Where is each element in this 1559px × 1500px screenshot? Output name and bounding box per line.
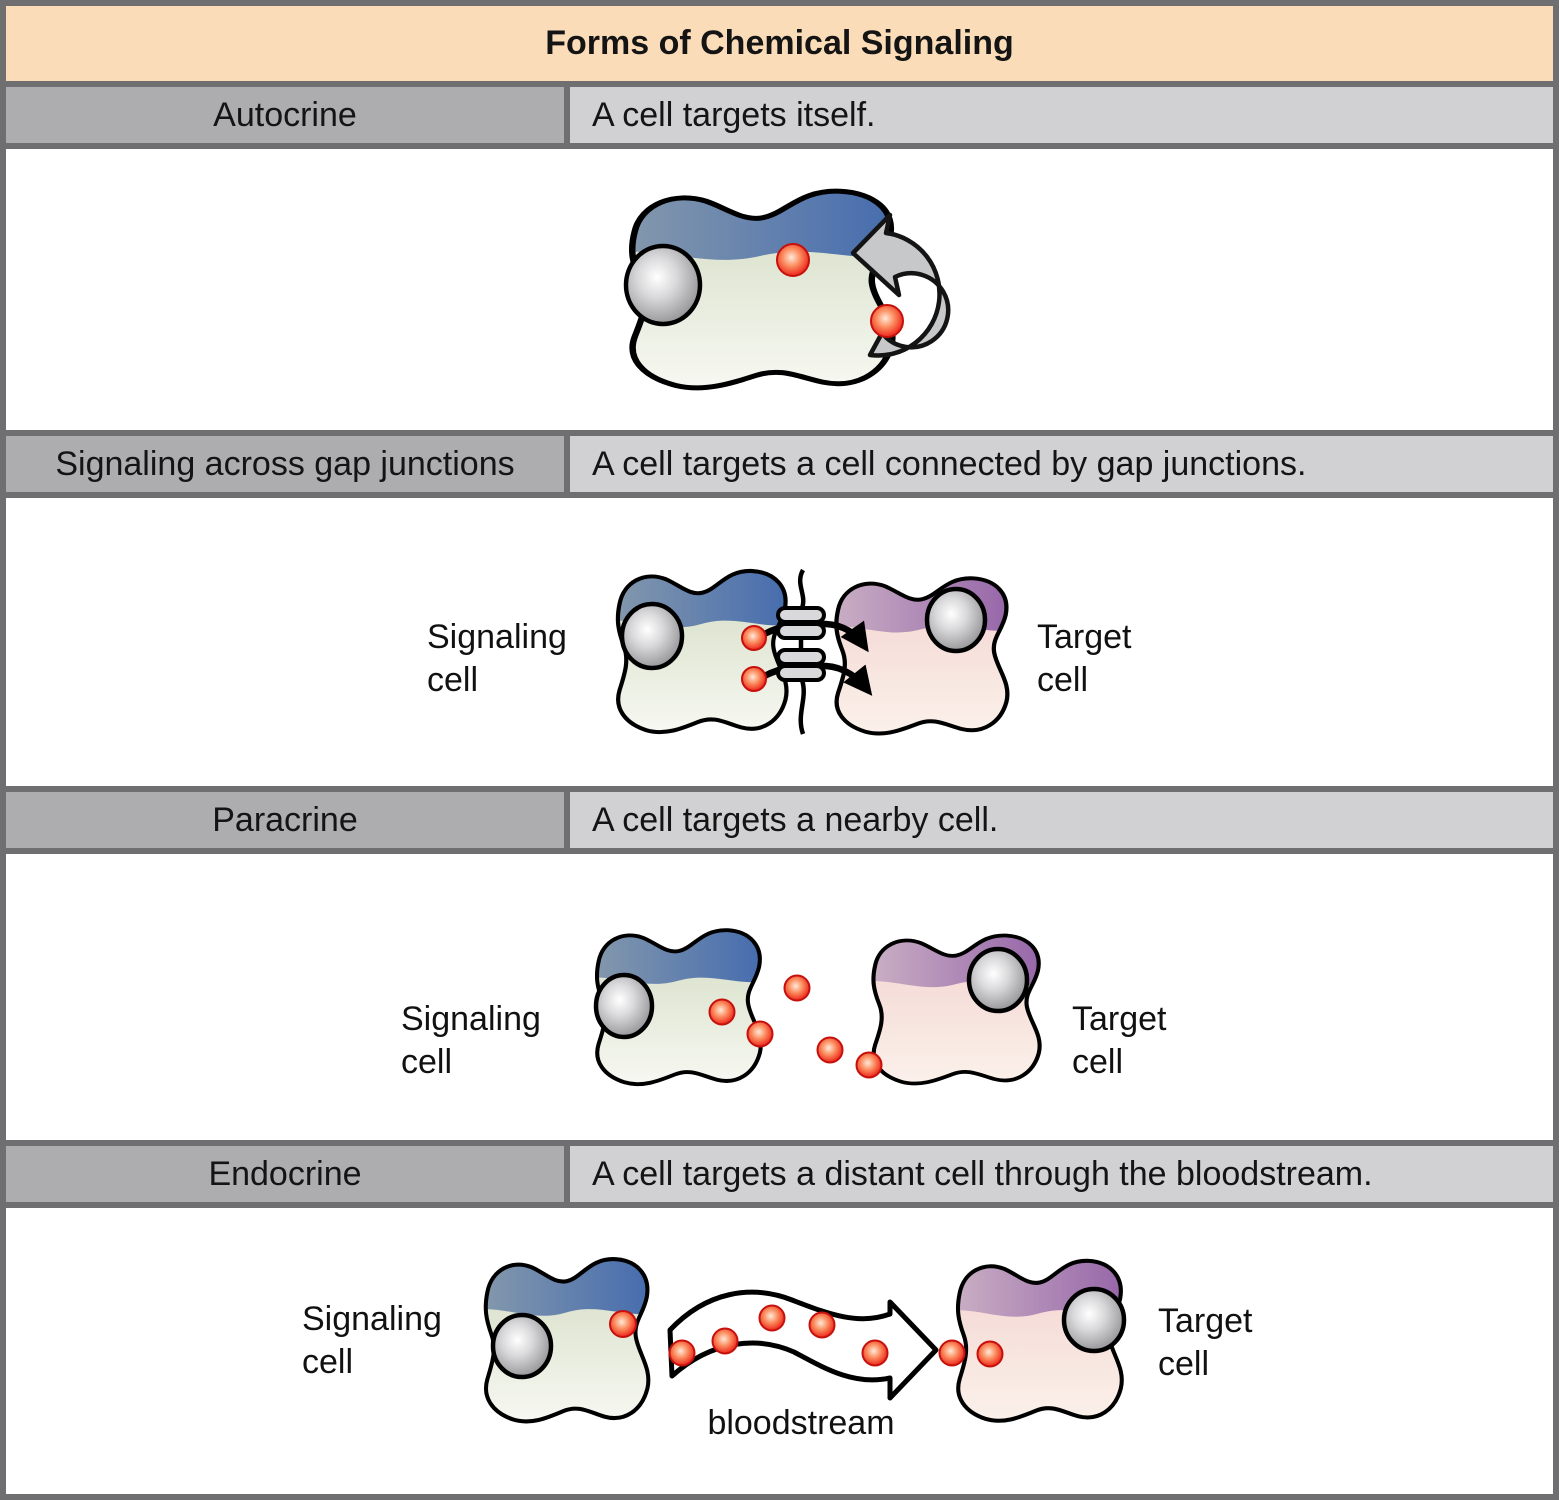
row-label-paracrine: Paracrine [6,792,570,848]
signal-molecule [870,304,904,338]
nucleus [924,586,988,654]
target-cell-label: Target cell [1158,1302,1253,1383]
bloodstream-arrow [667,1289,939,1401]
signaling-cell-shape [583,545,814,732]
row-label-gap-junctions: Signaling across gap junctions [6,436,570,492]
signal-molecule [976,1340,1004,1368]
signal-molecule [668,1339,696,1367]
autocrine-diagram [6,149,951,430]
signaling-cell-shape [452,1233,675,1421]
row-description-gap-junctions: A cell targets a cell connected by gap j… [570,436,1553,492]
signaling-cell-label: Signaling cell [401,1000,541,1081]
header-row-endocrine: Endocrine A cell targets a distant cell … [6,1140,1553,1208]
table-title-bar: Forms of Chemical Signaling [6,6,1553,81]
signal-molecule [708,998,736,1026]
nucleus [619,601,685,671]
signal-molecule [861,1339,889,1367]
bloodstream-label: bloodstream [707,1404,895,1442]
target-cell-shape [800,553,1034,733]
nucleus [1061,1286,1127,1354]
gap-junctions-diagram [6,498,1553,786]
signal-molecule [741,666,767,692]
header-row-autocrine: Autocrine A cell targets itself. [6,81,1553,149]
gap-junctions-illustration: Signaling cell Target cell [6,498,1553,786]
endocrine-diagram [6,1208,1553,1494]
gap-junction-channel [776,622,826,640]
row-description-paracrine: A cell targets a nearby cell. [570,792,1553,848]
signal-molecule [741,625,767,651]
membrane-junction-line [798,679,806,735]
nucleus [490,1312,554,1380]
endocrine-illustration: Signaling cell Target cell bloodstream [6,1208,1553,1494]
table-title: Forms of Chemical Signaling [545,24,1014,62]
row-label-autocrine: Autocrine [6,87,570,143]
gap-junction-channel [776,664,826,682]
membrane-junction-line [797,568,806,609]
row-description-autocrine: A cell targets itself. [570,87,1553,143]
signaling-cell-label: Signaling cell [302,1300,442,1381]
gap-junction-channel [776,648,826,666]
nucleus [593,972,655,1040]
signal-molecule [758,1304,786,1332]
signal-molecule [816,1036,844,1064]
target-cell-label: Target cell [1037,618,1132,699]
nucleus [623,243,703,327]
header-row-gap-junctions: Signaling across gap junctions A cell ta… [6,430,1553,498]
header-row-paracrine: Paracrine A cell targets a nearby cell. [6,786,1553,854]
signal-molecule [776,243,810,277]
row-label-endocrine: Endocrine [6,1146,570,1202]
signal-molecule [808,1311,836,1339]
signal-molecule [938,1339,966,1367]
signal-molecule [855,1051,883,1079]
signaling-cell-label: Signaling cell [427,618,567,699]
paracrine-diagram [6,854,1553,1140]
autocrine-illustration [6,149,1553,430]
nucleus [966,946,1030,1014]
target-cell-label: Target cell [1072,1000,1167,1081]
row-description-endocrine: A cell targets a distant cell through th… [570,1146,1553,1202]
gap-junction-channel [776,606,826,624]
signal-molecule [711,1327,739,1355]
paracrine-illustration: Signaling cell Target cell [6,854,1553,1140]
signal-molecule [783,974,811,1002]
signal-molecule [746,1020,774,1048]
signal-molecule [609,1310,637,1338]
